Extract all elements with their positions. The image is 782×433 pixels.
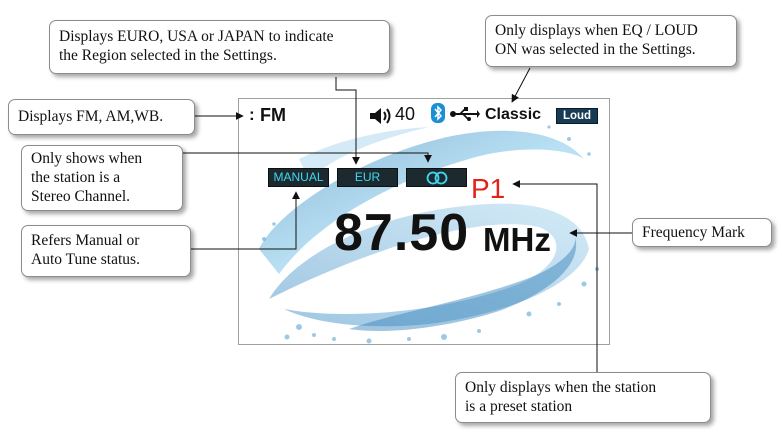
callout-eq-loud: Only displays when EQ / LOUD ON was sele… [485,15,737,67]
tune-mode-badge: MANUAL [268,168,329,187]
stereo-icon [426,171,447,185]
callout-tune-line-1: Refers Manual or [31,232,140,249]
callout-tune-line-2: Auto Tune status. [31,251,140,268]
callout-band-line-1: Displays FM, AM,WB. [18,108,164,125]
eq-mode: Classic [485,106,542,123]
callout-preset: Only displays when the station is a pres… [455,372,711,423]
callout-region: Displays EURO, USA or JAPAN to indicate … [49,20,390,74]
radio-display: : FM 40 Classic Loud MANUAL EUR P1 87.50… [238,98,610,345]
bluetooth-icon [431,103,445,123]
callout-preset-line-1: Only displays when the station [465,379,657,396]
volume-level: 40 [395,104,416,124]
usb-icon [450,107,480,121]
callout-frequency: Frequency Mark [632,218,772,247]
frequency-unit: MHz [483,221,551,258]
callout-band: Displays FM, AM,WB. [8,99,195,135]
callout-frequency-line-1: Frequency Mark [642,224,745,241]
stereo-badge [406,168,467,187]
speaker-icon [370,108,391,124]
callout-stereo-line-2: the station is a [31,169,121,186]
region-badge: EUR [337,168,398,187]
callout-stereo: Only shows when the station is a Stereo … [21,145,183,211]
callout-preset-line-2: is a preset station [465,398,573,415]
frequency-value: 87.50 [334,204,470,262]
band-label: FM [260,105,286,125]
loud-badge: Loud [556,108,598,124]
band-indicator-dots: : [249,105,255,124]
callout-eq-loud-line-2: ON was selected in the Settings. [495,41,696,58]
callout-eq-loud-line-1: Only displays when EQ / LOUD [495,22,698,39]
preset-number: P1 [471,173,506,204]
callout-region-line-1: Displays EURO, USA or JAPAN to indicate [59,28,334,45]
callout-stereo-line-1: Only shows when [31,150,143,167]
callout-region-line-2: the Region selected in the Settings. [59,47,277,64]
callout-stereo-line-3: Stereo Channel. [31,188,131,205]
callout-tune: Refers Manual or Auto Tune status. [21,225,191,277]
